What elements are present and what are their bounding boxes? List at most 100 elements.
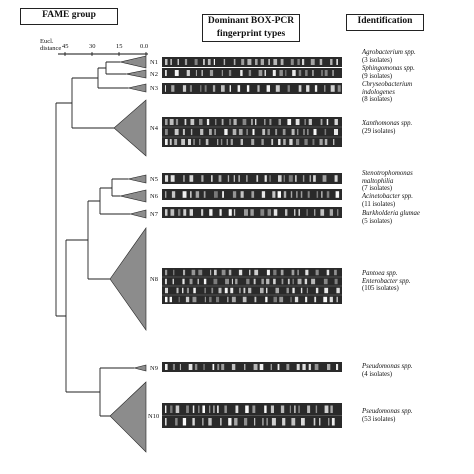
gel-band <box>171 191 176 198</box>
fame-group-header: FAME group <box>20 8 118 25</box>
gel-band <box>169 139 172 145</box>
gel-band <box>328 418 330 426</box>
gel-band <box>194 364 198 370</box>
identification-n10: Pseudomonas spp. (53 isolates) <box>362 408 474 423</box>
gel-band <box>165 269 168 276</box>
gel-band <box>206 119 210 125</box>
gel-band <box>278 119 281 125</box>
gel-band <box>302 175 305 182</box>
gel-band <box>334 119 338 125</box>
gel-band <box>283 175 285 182</box>
identification-n3: Chryseobacterium indologenes (8 isolates… <box>362 81 432 104</box>
gel-band <box>337 209 339 216</box>
gel-band <box>213 405 215 413</box>
gel-band <box>165 418 167 426</box>
gel-band <box>209 296 212 303</box>
gel-band <box>243 287 246 294</box>
gel-band <box>175 405 180 413</box>
gel-band <box>255 119 257 125</box>
species-n4: Xanthomonas spp. <box>362 120 413 127</box>
gel-band <box>200 129 204 135</box>
gel-band <box>172 364 175 370</box>
gel-band <box>311 278 316 285</box>
gel-band <box>321 191 323 198</box>
gel-band <box>330 59 333 65</box>
gel-band <box>268 59 270 65</box>
gel-band <box>190 191 192 198</box>
gel-band <box>264 119 266 125</box>
gel-band <box>202 405 205 413</box>
axis-label-line1: Eucl. <box>40 38 54 45</box>
gel-band <box>178 296 180 303</box>
gel-band <box>189 209 193 216</box>
gel-band <box>165 209 168 216</box>
gel-band <box>184 119 187 125</box>
gel-band <box>175 119 179 125</box>
gel-band <box>262 129 266 135</box>
gel-band <box>287 119 292 125</box>
gel-band <box>224 287 228 294</box>
gel-band <box>242 296 247 303</box>
gel-band <box>267 209 271 216</box>
gel-band <box>174 70 179 76</box>
gel-band <box>208 418 212 426</box>
gel-band <box>229 85 231 92</box>
gel-band <box>333 139 335 145</box>
gel-band <box>188 139 191 145</box>
gel-band <box>230 139 233 145</box>
gel-band <box>171 85 175 92</box>
gel-band <box>330 85 335 92</box>
gel-band <box>193 139 195 145</box>
node-label-n2: N2 <box>150 71 158 78</box>
identification-n9: Pseudomonas spp. (4 isolates) <box>362 363 474 378</box>
gel-band <box>260 209 265 216</box>
gel-band <box>336 287 340 294</box>
gel-band <box>235 278 238 285</box>
gel-band <box>273 209 278 216</box>
gel-band <box>324 129 327 135</box>
box-pcr-header-line2: fingerprint types <box>216 29 286 39</box>
gel-band <box>226 139 228 145</box>
gel-band <box>254 418 256 426</box>
gel-band <box>254 269 259 276</box>
gel-band <box>209 129 212 135</box>
gel-band <box>319 418 321 426</box>
gel-band <box>303 129 305 135</box>
gel-strip-n1 <box>162 57 342 67</box>
gel-band <box>314 364 319 370</box>
gel-band <box>282 418 286 426</box>
gel-band <box>321 70 323 76</box>
gel-band <box>273 278 276 285</box>
gel-band <box>308 119 312 125</box>
gel-band <box>324 405 329 413</box>
gel-band <box>320 119 323 125</box>
gel-band <box>329 209 333 216</box>
gel-band <box>306 209 308 216</box>
gel-band <box>273 296 277 303</box>
gel-band <box>228 418 232 426</box>
cluster-triangle-n1 <box>119 55 147 69</box>
cluster-triangle-n4 <box>113 99 147 157</box>
gel-band <box>326 269 330 276</box>
identification-n1: Agrobacterium spp. (3 isolates) <box>362 49 474 64</box>
gel-band <box>211 175 213 182</box>
gel-band <box>266 278 270 285</box>
gel-band <box>240 191 244 198</box>
gel-band <box>165 405 167 413</box>
gel-band <box>314 209 316 216</box>
gel-band <box>291 269 295 276</box>
gel-band <box>203 191 206 198</box>
gel-band <box>309 175 311 182</box>
gel-band <box>233 209 236 216</box>
gel-band <box>186 70 190 76</box>
species-n3: Chryseobacterium indologenes <box>362 81 413 96</box>
gel-band <box>192 405 195 413</box>
gel-band <box>190 129 193 135</box>
gel-band <box>324 85 326 92</box>
gel-band <box>305 70 308 76</box>
gel-band <box>165 119 168 125</box>
gel-band <box>320 209 325 216</box>
gel-band <box>313 418 316 426</box>
fame-group-header-text: FAME group <box>42 10 96 20</box>
branch-n5-n6 <box>111 178 128 197</box>
